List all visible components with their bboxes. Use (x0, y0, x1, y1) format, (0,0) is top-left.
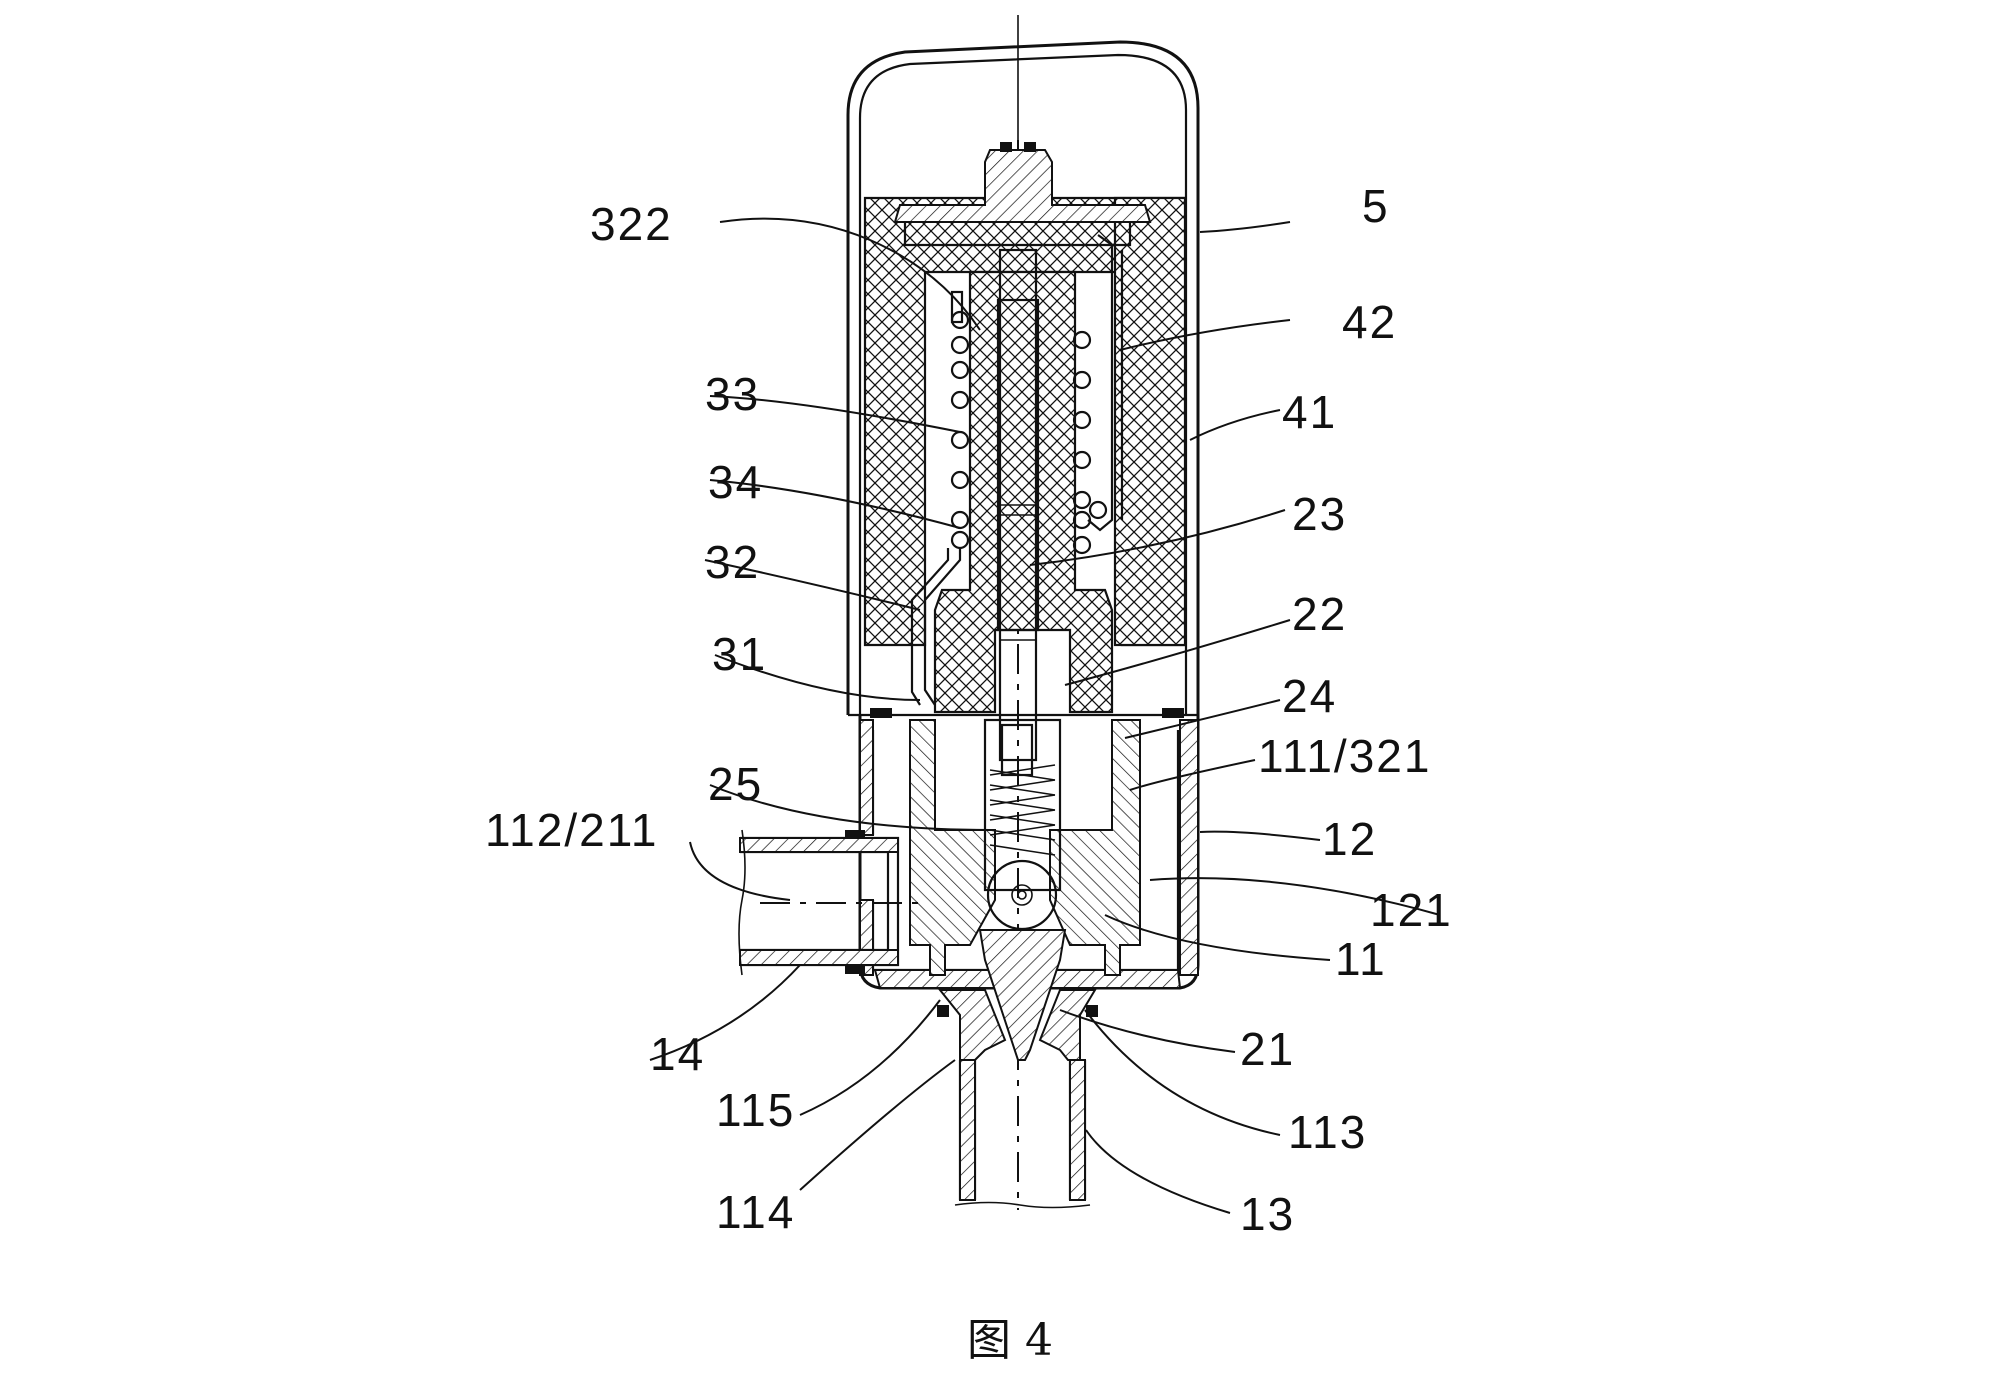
coil-41 (863, 196, 1187, 647)
inlet-tube-14 (738, 829, 920, 976)
label-322: 322 (590, 198, 673, 250)
label-34: 34 (708, 456, 763, 508)
needle-21 (978, 929, 1067, 1061)
label-114: 114 (716, 1186, 795, 1238)
leader-lines (649, 217, 1441, 1214)
label-33: 33 (705, 368, 760, 420)
label-12: 12 (1322, 813, 1377, 865)
label-25: 25 (708, 758, 763, 810)
figure-caption: 图 4 (967, 1315, 1053, 1366)
label-5: 5 (1362, 180, 1390, 232)
weld-left (870, 708, 892, 718)
label-23: 23 (1292, 488, 1347, 540)
outer-can-5 (846, 40, 1200, 717)
label-41: 41 (1282, 386, 1337, 438)
label-31: 31 (712, 628, 767, 680)
label-24: 24 (1282, 670, 1337, 722)
label-115: 115 (716, 1084, 795, 1136)
label-121: 121 (1370, 884, 1453, 936)
rotor-body (933, 270, 1114, 714)
label-32: 32 (705, 536, 760, 588)
label-113: 113 (1288, 1106, 1367, 1158)
label-21: 21 (1240, 1023, 1295, 1075)
spring-25 (983, 718, 1062, 892)
label-14: 14 (650, 1028, 705, 1080)
shaft-23 (998, 248, 1038, 762)
label-22: 22 (1292, 588, 1347, 640)
label-13: 13 (1240, 1188, 1295, 1240)
guide-sleeve-11 (909, 719, 1141, 976)
valve-seat-114 (937, 989, 1098, 1061)
guide-wire-31 (923, 548, 962, 706)
label-112-211: 112/211 (485, 804, 658, 856)
stop-lever-42 (1087, 234, 1124, 532)
ball-24 (986, 859, 1058, 931)
label-111-321: 111/321 (1258, 730, 1431, 782)
stem-head (893, 142, 1152, 247)
label-11: 11 (1335, 933, 1387, 985)
weld-right (1162, 708, 1184, 718)
outlet-tube-13 (954, 1059, 1091, 1209)
label-42: 42 (1342, 296, 1397, 348)
